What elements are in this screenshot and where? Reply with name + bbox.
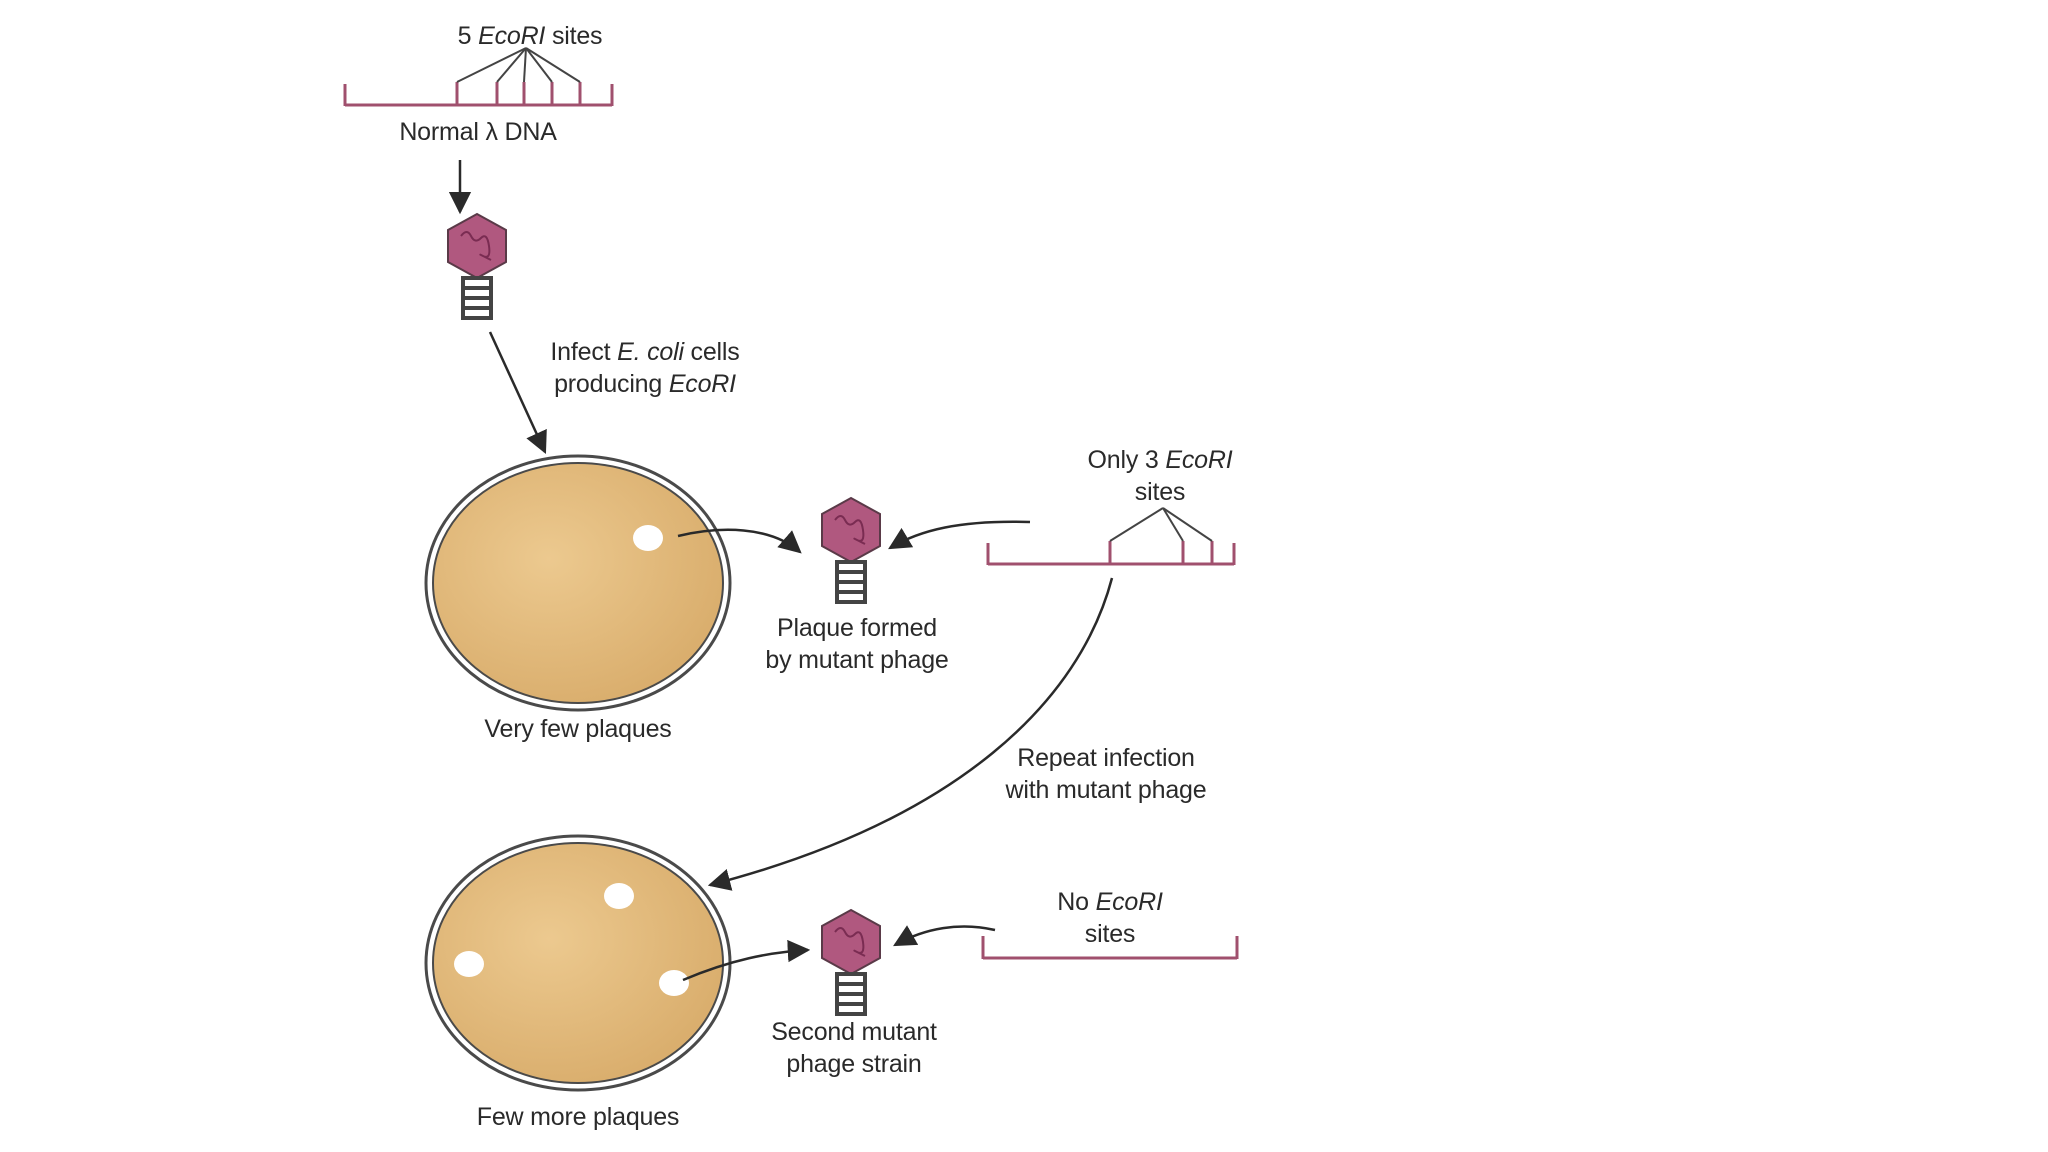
petri-plate-1 — [424, 454, 732, 712]
arrow-dna-to-second-phage — [893, 925, 996, 947]
plaque — [604, 883, 634, 909]
label-no-ecori-sites: No EcoRI sites — [1057, 888, 1163, 948]
no-sites-dna-map — [981, 936, 1239, 960]
label-5-ecori-sites: 5 EcoRI sites — [457, 22, 603, 50]
arrow-plaque-to-phage — [677, 528, 802, 554]
label-only-3-sites: Only 3 EcoRI sites — [1087, 446, 1233, 506]
label-very-few-plaques: Very few plaques — [484, 715, 672, 743]
phage-icon — [447, 212, 507, 320]
label-second-mutant: Second mutant phage strain — [771, 1018, 937, 1078]
arrow-plaque-to-second-phage — [682, 939, 811, 982]
site-pointer-lines — [456, 47, 581, 83]
mutant-phage-icon — [821, 496, 881, 604]
second-mutant-phage-icon — [821, 908, 881, 1016]
arrow-repeat-infection — [707, 577, 1114, 891]
label-plaque-formed: Plaque formed by mutant phage — [765, 614, 949, 674]
label-normal-dna: Normal λ DNA — [399, 118, 557, 146]
arrow-infect — [488, 331, 547, 455]
petri-plate-2 — [424, 834, 732, 1092]
plaque — [454, 951, 484, 977]
mutant-dna-map — [986, 507, 1236, 566]
label-repeat-infection: Repeat infection with mutant phage — [1005, 744, 1207, 804]
normal-dna-map — [343, 47, 614, 107]
label-infect-step: Infect E. coli cells producing EcoRI — [550, 338, 740, 398]
arrow-dna-to-mutant-phage — [888, 520, 1031, 550]
label-few-more-plaques: Few more plaques — [476, 1103, 680, 1131]
plaque — [633, 525, 663, 551]
plaque — [659, 970, 689, 996]
